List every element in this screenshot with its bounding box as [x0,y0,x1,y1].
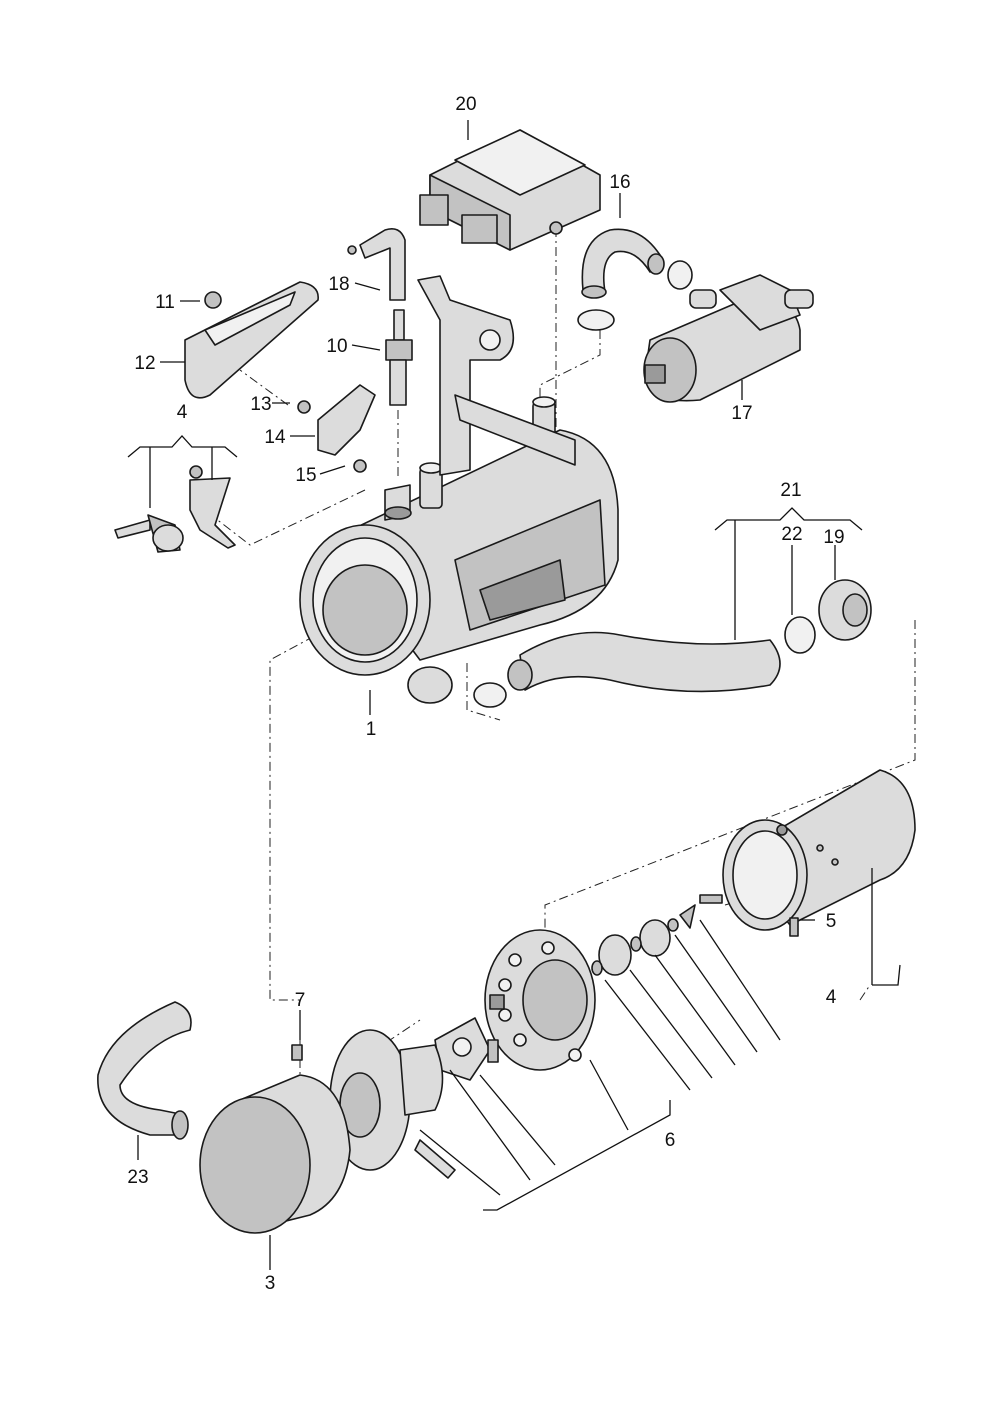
callout-11: 11 [155,292,175,313]
callout-14: 14 [264,427,286,448]
hose-clamp-16 [577,260,693,331]
exhaust-clamp-part-22 [473,616,816,708]
hose-part-23 [97,1001,192,1140]
callout-1: 1 [366,719,377,740]
coolant-pump-part-17 [643,274,814,403]
callout-17: 17 [731,403,752,424]
leader-lines [127,120,901,1270]
callout-13: 13 [250,394,271,415]
hose-part-16 [581,228,665,299]
callout-3: 3 [265,1273,276,1294]
control-unit-part-20 [419,129,601,251]
callout-20: 20 [455,94,476,115]
callout-16: 16 [609,172,630,193]
callout-12: 12 [134,353,155,374]
flange-part-19 [818,579,872,641]
callout-5: 5 [826,911,837,932]
callout-6: 6 [665,1130,676,1151]
callout-19: 19 [823,527,844,548]
temperature-sensor-part-10 [347,227,413,406]
glow-plug-part-4-upper [114,465,236,553]
callout-23: 23 [127,1167,148,1188]
heater-body-part-1 [299,275,619,704]
exhaust-pipe-part-21 [507,631,781,693]
callout-7: 7 [295,990,306,1011]
small-parts-13-14-15 [297,384,376,473]
combustion-air-fan [329,1029,456,1179]
callout-18: 18 [328,274,349,295]
callout-labels: 20 16 11 18 10 12 17 13 4 14 15 21 22 19… [127,94,844,1294]
callout-10: 10 [326,336,347,357]
callout-4-upper: 4 [177,402,188,423]
callout-15: 15 [295,465,316,486]
callout-22: 22 [781,524,802,545]
housing-cover-part-3 [199,1044,351,1234]
cover-part-12 [184,281,319,399]
combustion-tube-part-4-lower [699,769,916,937]
callout-4-lower: 4 [826,987,837,1008]
burner-head-part-6 [434,904,696,1081]
callout-21: 21 [780,480,801,501]
